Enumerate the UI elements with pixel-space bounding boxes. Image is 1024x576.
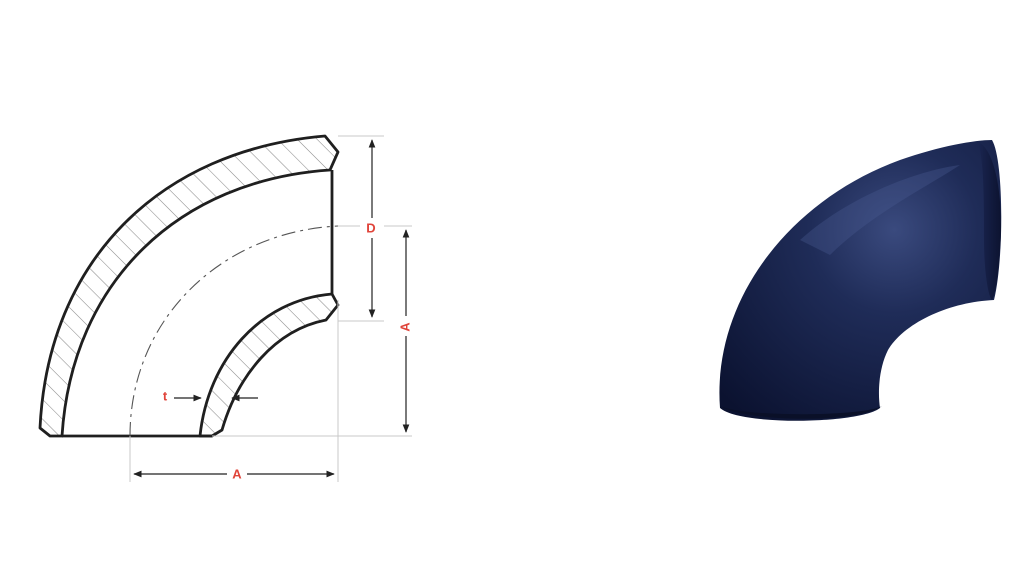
elbow-technical-drawing: D A A t [38,134,416,484]
outer-wall-section [38,134,340,438]
elbow-fitting-photo [719,140,1002,421]
dimension-d-label: D [366,220,375,235]
thickness-label: t [163,388,168,403]
elbow-bottom-end [720,406,882,419]
elbow-body [719,140,1002,421]
dimension-a-vertical-label: A [397,322,412,332]
elbow-highlight [800,165,960,255]
dimension-a-horizontal-label: A [232,466,242,481]
center-line-arc [129,225,339,437]
elbow-top-end [978,142,1002,300]
inner-wall-section [198,292,340,438]
